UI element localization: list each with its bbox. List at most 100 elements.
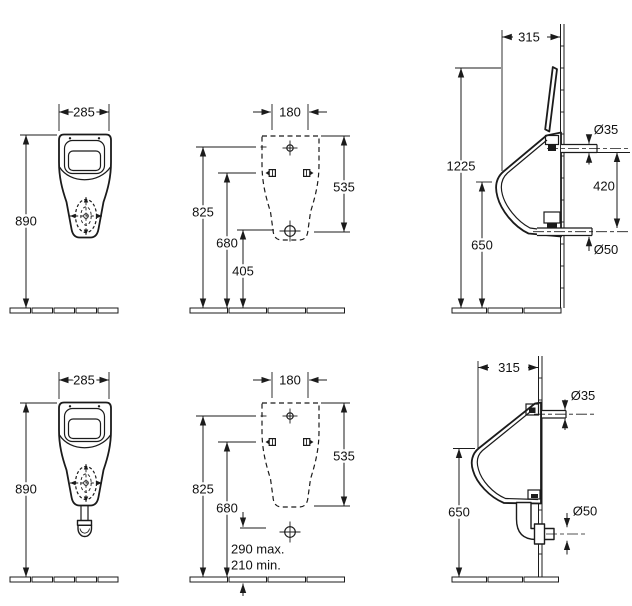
side-view-top: 315 1225 650 [444, 24, 630, 314]
bolt-left-icon [265, 438, 277, 447]
dim-label-depth: 315 [498, 360, 520, 375]
fixing-dot-left [68, 137, 72, 140]
urinal-body-outline [58, 401, 112, 507]
bowl-inner [67, 418, 102, 440]
dim-label-bolt-height: 680 [216, 236, 238, 251]
floor-hatch [451, 307, 562, 314]
flush-inlet-detail [544, 134, 560, 151]
dim-label-span: 535 [333, 449, 355, 464]
dim-label-width: 285 [73, 105, 95, 120]
inlet-pipe [547, 143, 630, 154]
floor-hatch [9, 576, 119, 583]
dim-bolt-height: 680 [214, 441, 256, 577]
dim-label-inlet-outlet: 420 [593, 179, 615, 194]
dim-body-span: 535 [314, 135, 357, 233]
dim-label-outlet-min: 210 min. [231, 558, 281, 573]
dim-bolt-spacing: 180 [253, 102, 327, 130]
dim-outlet-diameter: Ø50 [585, 236, 621, 259]
dim-outlet-height: 405 [230, 229, 274, 308]
urinal-body-outline [58, 133, 112, 239]
floor-hatch [189, 307, 345, 314]
fixing-dot-right [97, 405, 101, 408]
dim-label-outlet-max: 290 max. [231, 542, 284, 557]
outlet-bracket-detail [543, 211, 561, 228]
bolt-right-icon [303, 438, 314, 447]
dim-body-span: 535 [314, 402, 357, 507]
dim-label-rim-height: 650 [448, 505, 470, 520]
target-mark-icon [70, 464, 102, 502]
bolt-right-icon [303, 169, 314, 178]
target-mark-icon [70, 197, 102, 235]
dim-label-inlet-height: 825 [192, 482, 214, 497]
outlet-bracket-detail [527, 489, 541, 500]
dim-label-inlet-diameter: Ø35 [571, 388, 596, 403]
dim-inlet-diameter: Ø35 [561, 386, 598, 430]
dim-inlet-outlet: 420 [591, 152, 621, 228]
dim-label-depth: 315 [518, 30, 540, 45]
dim-label-bolt-height: 680 [216, 501, 238, 516]
dim-overall-height: 1225 [444, 67, 501, 308]
bowl-section-line [500, 139, 549, 232]
bowl-section-line [476, 407, 539, 501]
dim-label-span: 535 [333, 180, 355, 195]
front-view-bottom: 285 890 [9, 370, 119, 583]
dim-inlet-height: 825 [190, 415, 267, 577]
siphon-trap [76, 505, 93, 538]
dim-label-inlet-diameter: Ø35 [594, 122, 619, 137]
dim-bolt-spacing: 180 [253, 370, 327, 398]
shroud-edge [58, 166, 111, 181]
dim-depth: 315 [477, 358, 538, 448]
dim-rim-height: 650 [469, 181, 495, 308]
body-projection-outline [261, 135, 320, 241]
dim-outlet-range: 290 max. 210 min. [229, 512, 287, 596]
urinal-body-section [470, 401, 542, 505]
dim-bolt-height: 680 [214, 172, 256, 308]
dim-label-outlet-height: 405 [232, 264, 254, 279]
mounting-diagram-bottom: 180 535 [189, 370, 357, 596]
dim-label-outlet-diameter: Ø50 [594, 242, 619, 257]
dim-outlet-diameter: Ø50 [563, 501, 600, 555]
fixing-dot-right [97, 137, 101, 140]
dim-inlet-height: 825 [190, 146, 267, 308]
floor-hatch [9, 307, 119, 314]
bowl-inner [67, 150, 102, 172]
dim-label-outlet-diameter: Ø50 [573, 504, 598, 519]
dim-label-overall-height: 1225 [447, 159, 476, 174]
mounting-diagram-top: 180 535 [189, 102, 357, 314]
dim-inlet-diameter: Ø35 [585, 120, 621, 165]
dim-label-spacing: 180 [279, 373, 301, 388]
dim-label-width: 285 [73, 373, 95, 388]
dim-width: 285 [58, 102, 110, 131]
rim-opening [63, 407, 106, 443]
dim-depth: 315 [501, 27, 560, 171]
dim-label-height: 890 [15, 482, 37, 497]
shroud-edge [58, 434, 111, 449]
dim-height: 890 [13, 402, 57, 577]
drain-mark-icon [279, 521, 301, 543]
dim-height: 890 [13, 134, 57, 308]
dim-label-inlet-height: 825 [192, 205, 214, 220]
rim-opening [63, 139, 106, 175]
inlet-pipe [534, 409, 596, 419]
floor-hatch [451, 576, 559, 583]
dim-label-rim-height: 650 [471, 238, 493, 253]
front-view-top: 285 890 [9, 102, 119, 314]
dim-width: 285 [58, 370, 110, 399]
outlet-pipe [533, 227, 630, 237]
urinal-body-section [495, 131, 562, 238]
side-view-bottom: 315 650 Ø35 [446, 356, 600, 583]
trap-elbow [515, 501, 588, 545]
lid-open [544, 66, 558, 133]
floor-hatch [189, 576, 345, 583]
dim-rim-height: 650 [446, 448, 475, 577]
bolt-left-icon [265, 169, 277, 178]
body-projection-outline [261, 402, 320, 508]
dim-label-spacing: 180 [279, 105, 301, 120]
drain-mark-icon [279, 220, 301, 242]
inlet-mark-icon [282, 140, 298, 156]
dim-label-height: 890 [15, 214, 37, 229]
fixing-dot-left [68, 405, 72, 408]
inlet-mark-icon [282, 408, 298, 424]
